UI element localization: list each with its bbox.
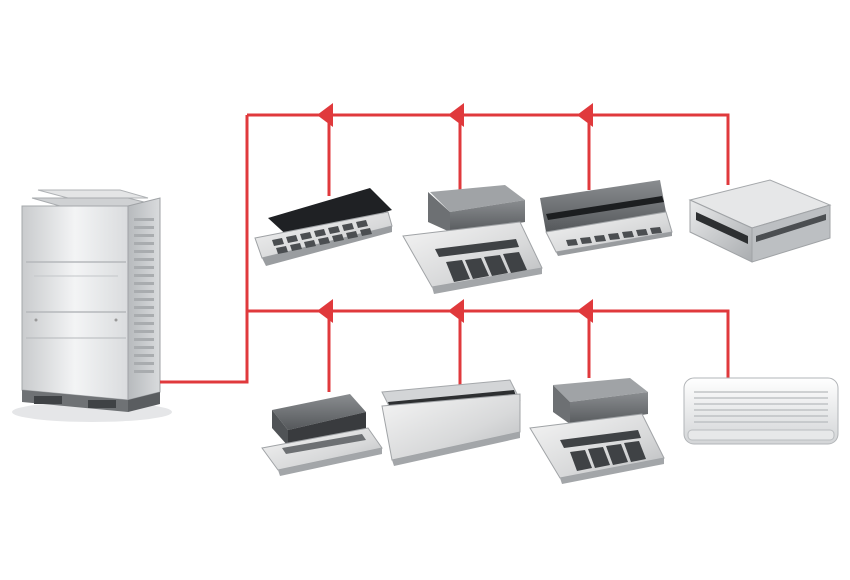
one-way-cassette-indoor-unit-icon bbox=[540, 180, 673, 256]
flow-arrow-icon bbox=[577, 103, 593, 127]
flow-arrow-icon bbox=[448, 299, 464, 323]
upper-header-pipe bbox=[247, 113, 730, 185]
ducted-indoor-unit-icon bbox=[688, 179, 832, 263]
main-pipe bbox=[160, 115, 249, 384]
flow-arrow-icon bbox=[448, 103, 464, 127]
vrf-outdoor-condenser-icon bbox=[12, 189, 172, 422]
lower-header-pipe bbox=[247, 309, 730, 378]
compact-four-way-cassette-indoor-unit-icon bbox=[529, 378, 665, 484]
flow-arrow-icon bbox=[317, 103, 333, 127]
flow-arrows bbox=[317, 103, 593, 323]
flow-arrow-icon bbox=[577, 299, 593, 323]
two-way-cassette-indoor-unit-icon bbox=[254, 188, 393, 266]
flow-arrow-icon bbox=[317, 299, 333, 323]
refrigerant-piping bbox=[160, 113, 730, 392]
ceiling-suspended-indoor-unit-icon bbox=[381, 379, 521, 466]
wall-mounted-split-indoor-unit-icon bbox=[683, 377, 839, 445]
four-way-cassette-indoor-unit-icon bbox=[402, 185, 543, 294]
mini-cassette-indoor-unit-icon bbox=[261, 394, 383, 476]
